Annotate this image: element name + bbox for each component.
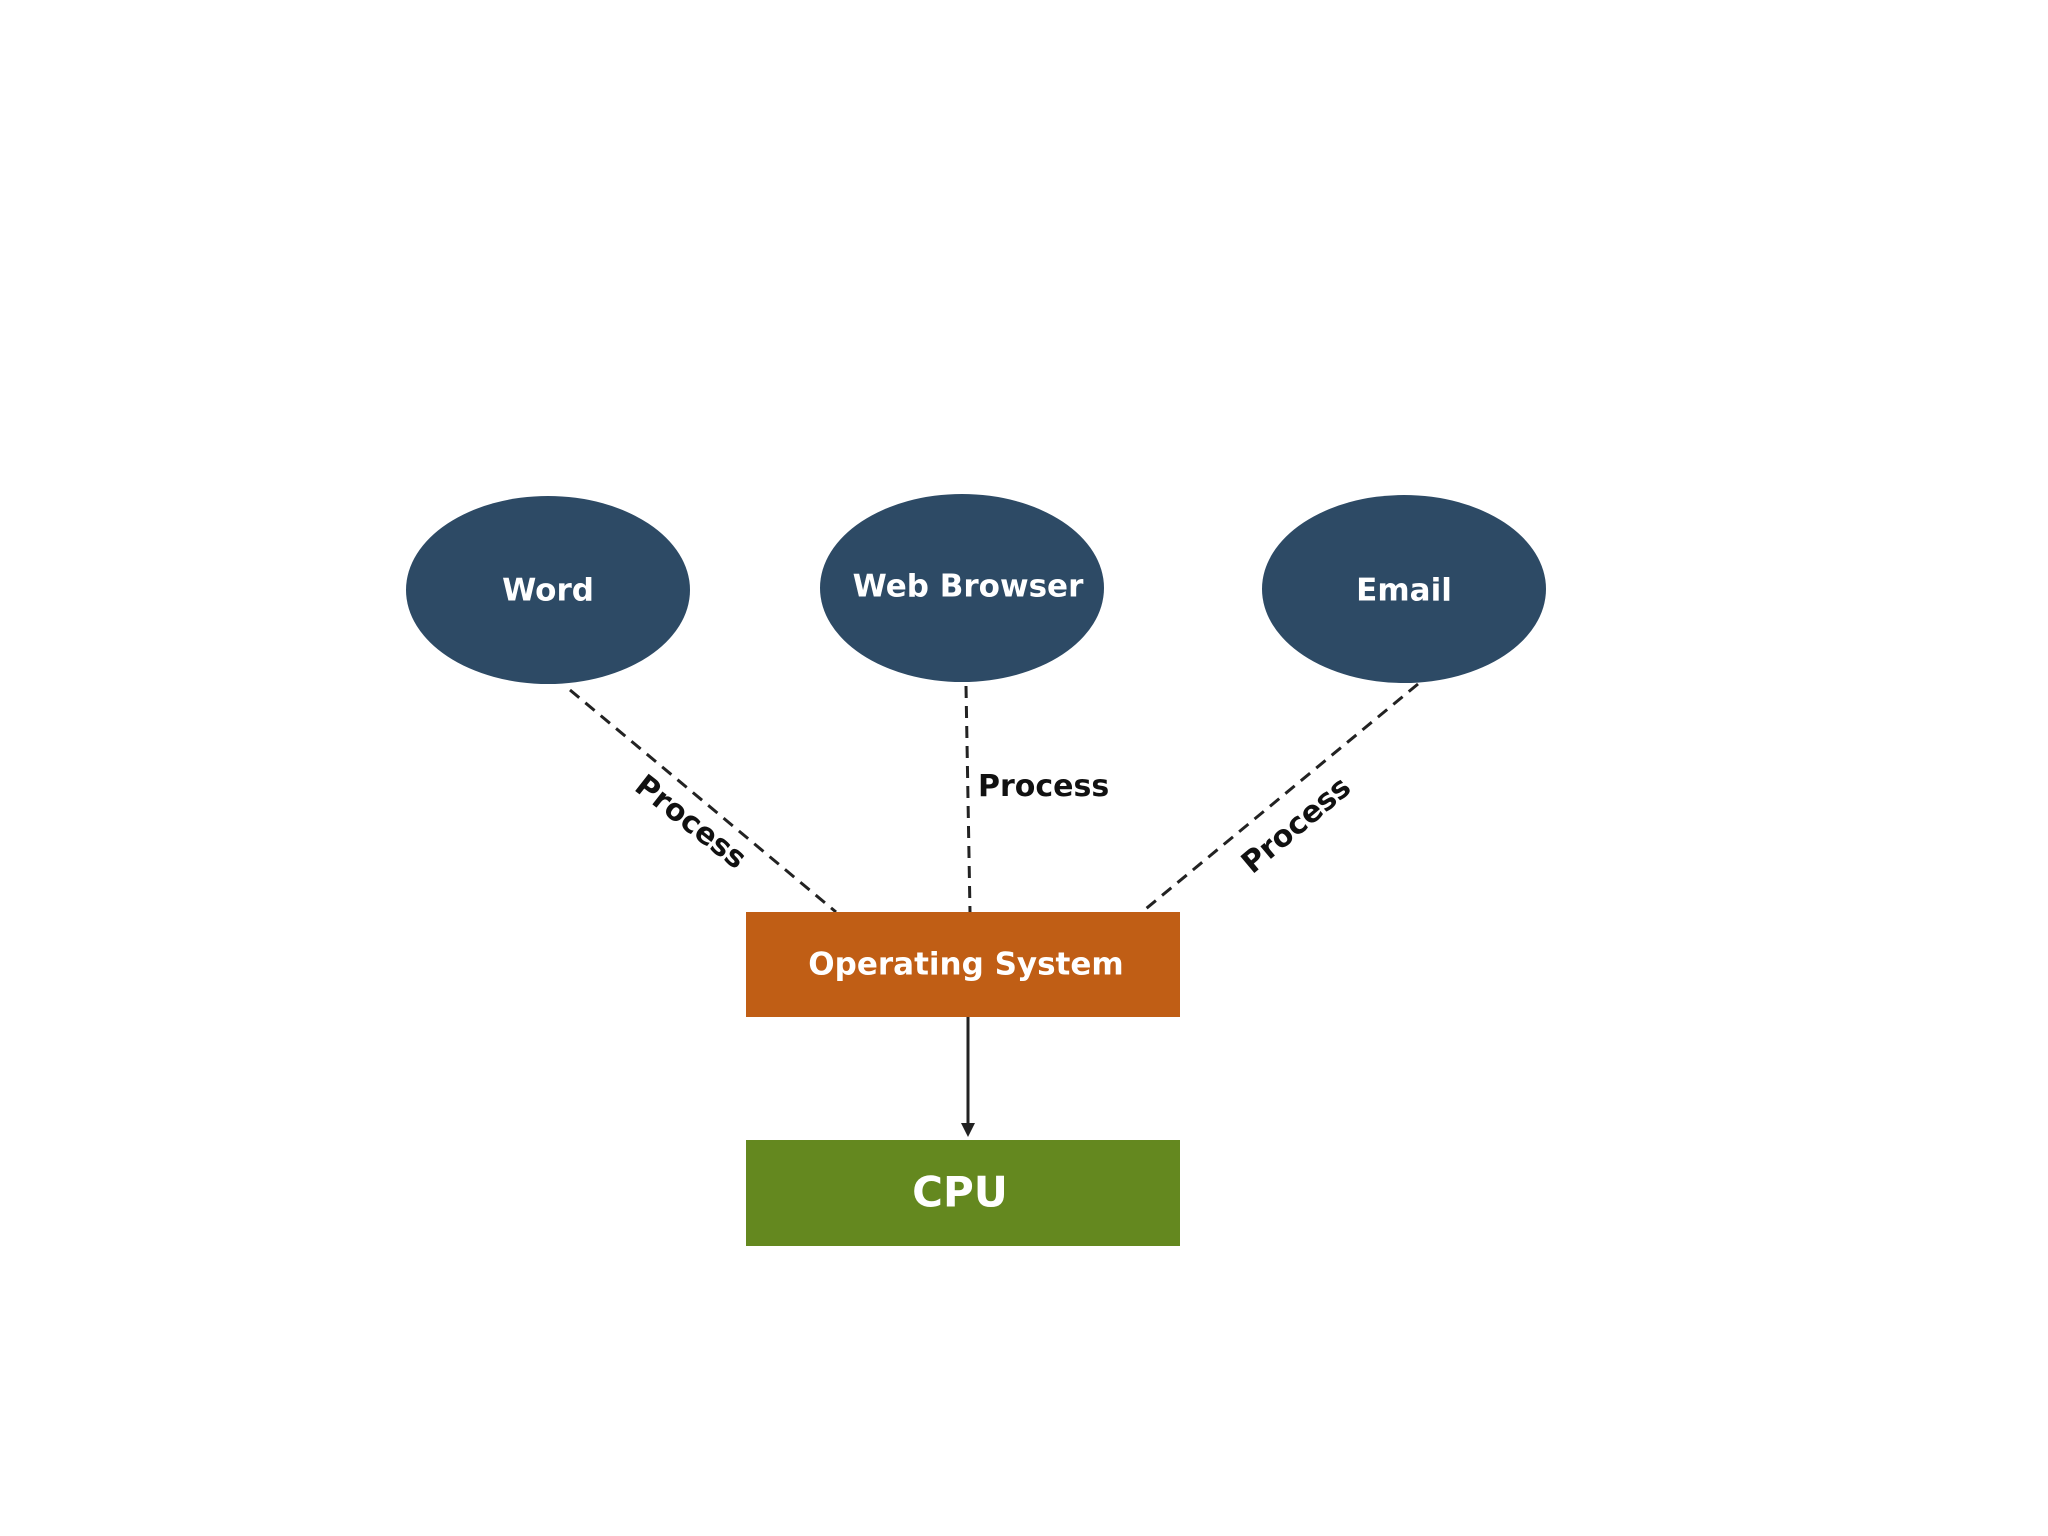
node-word-ellipse (406, 496, 690, 684)
node-email-ellipse (1262, 495, 1546, 683)
node-web-browser-ellipse (820, 494, 1104, 682)
node-email-label: Email (1356, 573, 1452, 609)
node-operating-system-label: Operating System (808, 947, 1123, 983)
node-word-label: Word (502, 573, 594, 609)
edge-label-email: Process (1235, 770, 1358, 881)
edge-label-browser: Process (978, 769, 1109, 804)
edge-browser-to-os (964, 685, 972, 913)
node-cpu-label: CPU (912, 1168, 1008, 1217)
edge-word-to-os (569, 688, 837, 914)
node-web-browser-label: Web Browser (853, 569, 1084, 605)
edge-email-to-os (1141, 682, 1419, 914)
node-operating-system-box (746, 912, 1180, 1017)
node-cpu-box (746, 1140, 1180, 1246)
edge-label-word: Process (628, 768, 753, 876)
